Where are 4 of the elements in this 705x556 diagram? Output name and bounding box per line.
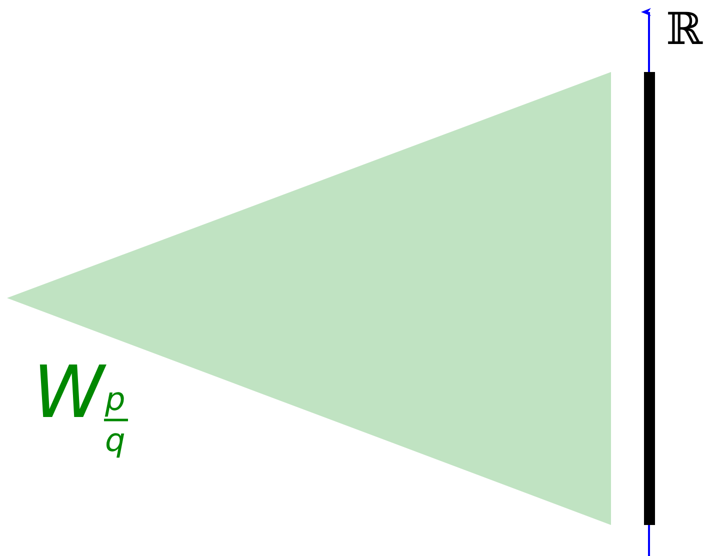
subscript-denominator: q bbox=[105, 424, 126, 456]
subscript-numerator: p bbox=[105, 383, 126, 415]
wedge-label: W bbox=[33, 356, 104, 428]
axis-label: ℝ bbox=[666, 8, 703, 52]
